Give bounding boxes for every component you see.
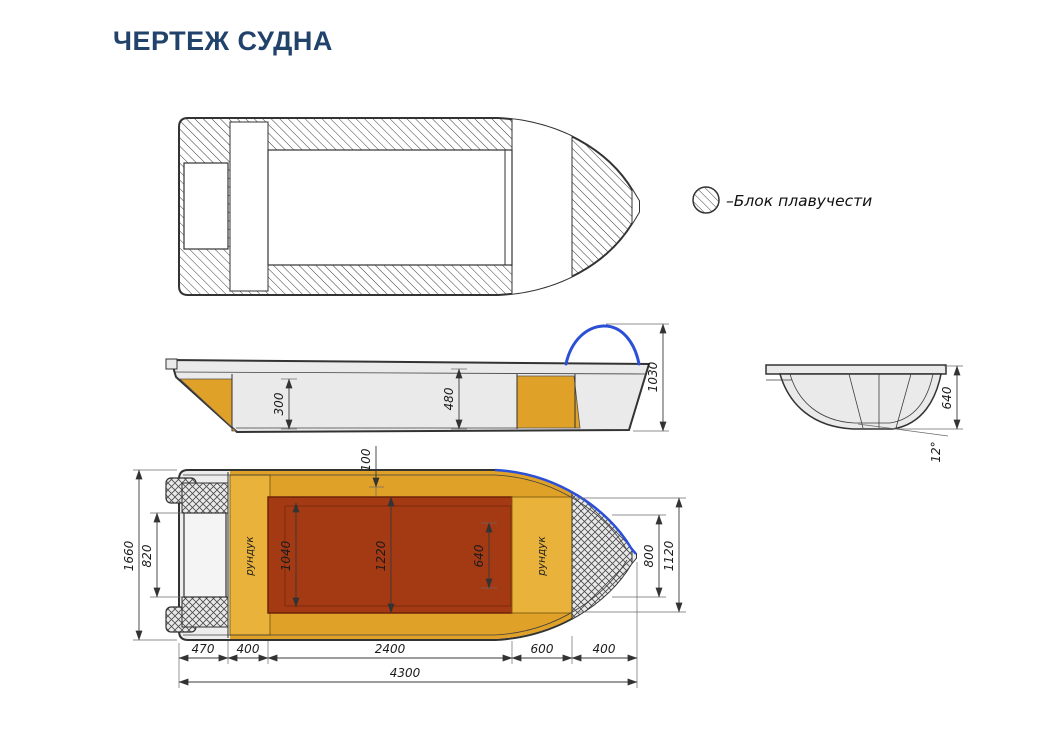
dim-label-4300: 4300 [390, 666, 421, 680]
dim-1220: 1220 [374, 496, 395, 614]
stern-rail-handle [564, 324, 641, 366]
dim-label-1220: 1220 [374, 540, 388, 571]
dim-label-640-plan: 640 [472, 544, 486, 567]
buoyancy-block-icon [692, 186, 720, 214]
motor-well-opening [183, 162, 229, 250]
dim-820: 820 [140, 512, 182, 598]
dim-label-100: 100 [359, 448, 373, 471]
locker-fwd [511, 496, 573, 614]
dim-1040: 1040 [279, 502, 300, 608]
dim-label-800: 800 [642, 544, 656, 567]
stern-compartment [516, 375, 581, 429]
buoyancy-legend: –Блок плавучести [692, 186, 872, 214]
stern-buoyancy-bottom [181, 596, 229, 628]
bow-tip-area [631, 118, 639, 295]
bow-fitting [165, 358, 178, 370]
dim-label-640-height: 640 [940, 386, 954, 409]
dim-deadrise-angle: 12° [857, 423, 949, 463]
dim-100: 100 [359, 446, 384, 497]
cockpit-opening [267, 149, 513, 266]
motor-recess-lines [848, 373, 912, 429]
page-title: ЧЕРТЕЖ СУДНА [113, 26, 333, 56]
side-view: 300 480 1030 [165, 323, 669, 434]
transom-hull [779, 373, 942, 430]
dim-label-1120: 1120 [662, 540, 676, 571]
dim-1120: 1120 [576, 497, 686, 613]
dim-label-820: 820 [140, 544, 154, 567]
legend-label: –Блок плавучести [726, 192, 872, 210]
dim-1660: 1660 [122, 469, 177, 641]
gunwale-line [173, 371, 647, 375]
mid-frame-band [229, 121, 269, 292]
dim-label-480: 480 [442, 387, 456, 410]
transom-inner-line [789, 373, 934, 424]
dim-label-600: 600 [531, 642, 554, 656]
dim-label-300: 300 [272, 392, 286, 415]
top-view [178, 117, 640, 296]
locker-aft-label: рундук [244, 536, 256, 577]
transom-view: 640 12° [765, 364, 963, 463]
dim-800: 800 [612, 514, 666, 598]
motor-well [183, 512, 227, 598]
gunwale-inner-top [183, 474, 628, 551]
bow-tip [631, 470, 636, 640]
bow-gunwale-blue [494, 468, 637, 555]
transom-gunwale [765, 364, 947, 375]
dim-label-1040: 1040 [279, 540, 293, 571]
dim-label-2400: 2400 [375, 642, 406, 656]
gunwale-inner-bottom [183, 559, 628, 636]
locker-fwd-label: рундук [536, 536, 548, 577]
bow-buoyancy-block [571, 470, 633, 640]
dim-1030: 1030 [606, 323, 669, 432]
bow-compartment [178, 378, 238, 432]
plan-view: рундук рундук 1040 1220 640 100 [122, 446, 686, 641]
dim-label-12deg: 12° [929, 441, 943, 462]
dim-label-400b: 400 [593, 642, 616, 656]
dim-label-400a: 400 [237, 642, 260, 656]
dim-label-1030: 1030 [646, 361, 660, 392]
dim-300: 300 [272, 378, 297, 430]
stern-buoyancy-top [181, 482, 229, 514]
dim-640-plan: 640 [472, 522, 497, 589]
locker-aft [229, 474, 271, 636]
length-dimension-chain: 470 400 2400 600 400 4300 [178, 562, 638, 688]
cockpit-inner-edge [284, 505, 512, 607]
fwd-frame-band [511, 118, 573, 295]
dim-label-1660: 1660 [122, 540, 136, 571]
dim-640-transom: 640 [897, 365, 963, 430]
dim-480: 480 [442, 368, 467, 430]
dim-label-470: 470 [192, 642, 215, 656]
